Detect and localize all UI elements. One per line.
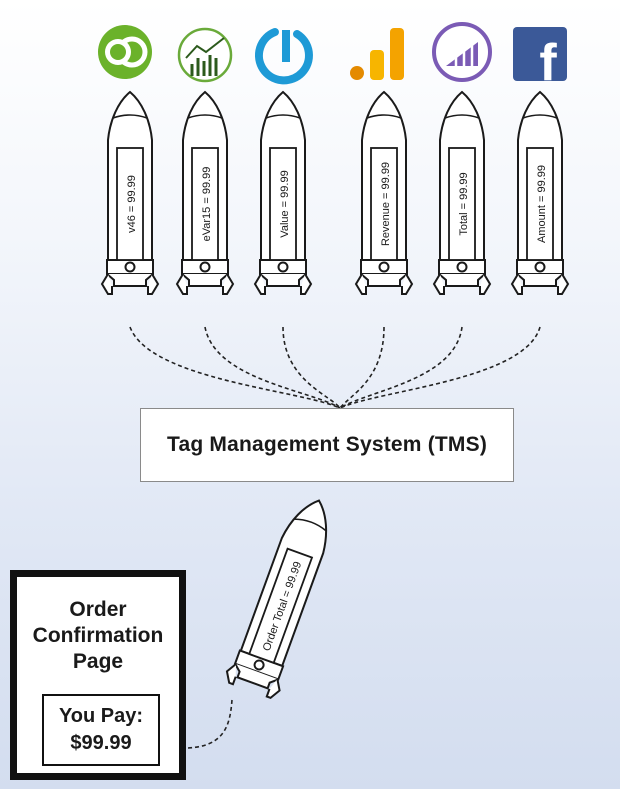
facebook-logo-icon: f [513, 27, 567, 92]
rocket-variable-label: v46 = 99.99 [126, 175, 138, 233]
tms-label: Tag Management System (TMS) [166, 433, 488, 456]
rocket-v46: v46 = 99.99 [101, 91, 159, 295]
pay-amount: $99.99 [70, 732, 132, 754]
facebook-letter: f [539, 34, 557, 92]
dtm-logo-icon [98, 25, 152, 79]
google-analytics-logo-icon [350, 28, 404, 80]
tms-box: Tag Management System (TMS) [140, 408, 514, 482]
rocket-variable-label: Revenue = 99.99 [380, 162, 392, 246]
pay-label: You Pay: [58, 705, 144, 727]
rocket-variable-label: Amount = 99.99 [536, 165, 548, 243]
rocket-total: Total = 99.99 [433, 91, 491, 295]
order-confirmation-page: Order Confirmation Page You Pay: $99.99 [10, 570, 186, 780]
power-logo-icon [255, 28, 313, 85]
order-page-title: Order Confirmation Page [32, 598, 164, 673]
rocket-amount: Amount = 99.99 [511, 91, 569, 295]
pay-box: You Pay: $99.99 [42, 694, 160, 766]
analytics-chart-logo-icon [177, 27, 233, 83]
rocket-connectors [129, 326, 541, 749]
rocket-variable-label: Total = 99.99 [458, 172, 470, 235]
rocket-revenue: Revenue = 99.99 [355, 91, 413, 295]
bar-signal-logo-icon [432, 22, 492, 82]
rocket-value: Value = 99.99 [254, 91, 312, 295]
rocket-evar15: eVar15 = 99.99 [176, 91, 234, 295]
rocket-variable-label: Value = 99.99 [279, 170, 291, 237]
rocket-variable-label: eVar15 = 99.99 [201, 167, 213, 242]
rocket-order-total: Order Total = 99.99 [222, 489, 347, 701]
